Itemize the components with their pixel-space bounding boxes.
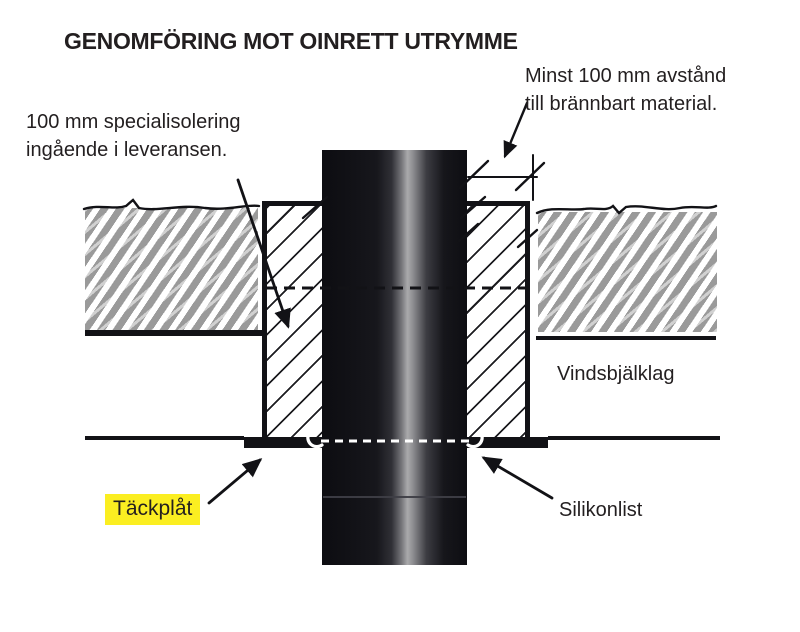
- clearance-dimension: [458, 154, 546, 201]
- attic-floor-block-left: [85, 208, 258, 332]
- clearance-label: Minst 100 mm avstånd till brännbart mate…: [525, 62, 726, 118]
- page-title: GENOMFÖRING MOT OINRETT UTRYMME: [64, 28, 518, 54]
- joist-underside-line-left: [85, 330, 262, 336]
- insulation-label: 100 mm specialisolering ingående i lever…: [26, 108, 241, 164]
- clearance-leader-arrow: [503, 101, 529, 159]
- cover-plate-label-highlight: Täckplåt: [105, 494, 201, 525]
- ceiling-line-left: [85, 436, 244, 440]
- attic-floor-label: Vindsbjälklag: [557, 363, 675, 385]
- insulation-label-line2: ingående i leveransen.: [26, 139, 228, 161]
- dimension-tick-right: [514, 161, 546, 192]
- cover-plate-label: Täckplåt: [113, 497, 193, 520]
- joist-underside-line-right: [536, 336, 716, 340]
- clearance-label-line1: Minst 100 mm avstånd: [525, 65, 727, 87]
- insulation-label-line1: 100 mm specialisolering: [26, 111, 241, 133]
- attic-floor-block-right: [538, 212, 717, 332]
- silicone-label: Silikonlist: [559, 499, 643, 521]
- clearance-label-line2: till brännbart material.: [525, 93, 718, 115]
- cover-plate-leader-arrow: [207, 458, 263, 505]
- ceiling-line-right: [548, 436, 720, 440]
- chimney-pipe: [322, 150, 467, 565]
- silicone-leader-arrow: [481, 456, 554, 500]
